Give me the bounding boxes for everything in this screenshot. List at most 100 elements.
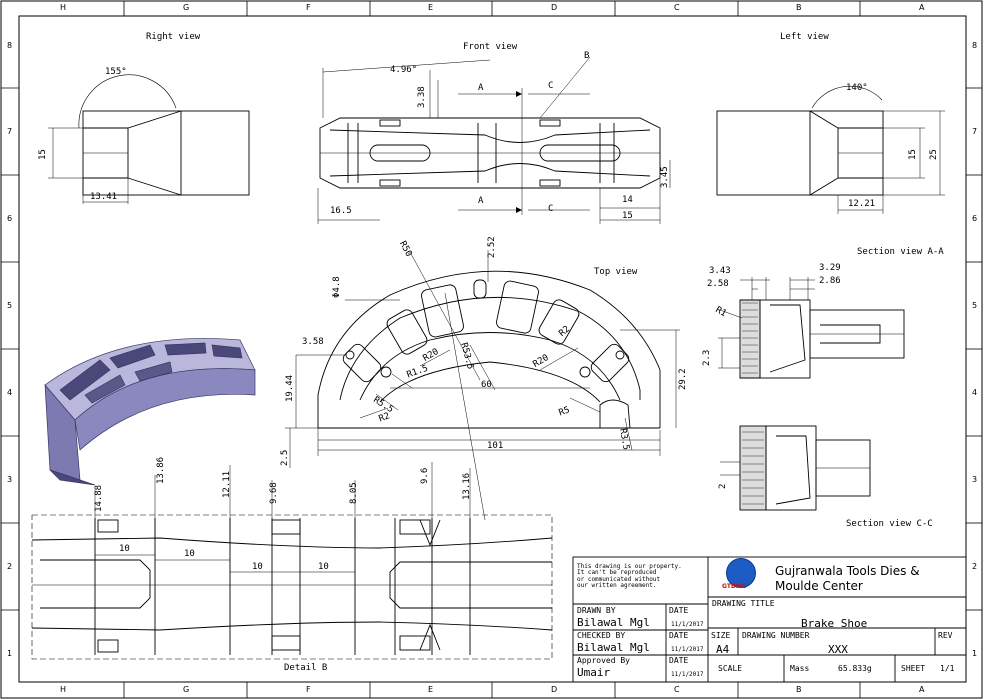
detail-b-title: Detail B — [284, 663, 328, 673]
section-mark-a-top: A — [478, 83, 484, 93]
drawn-by-label: DRAWN BY — [577, 606, 616, 615]
dim-front-15: 15 — [622, 211, 633, 221]
zone-row-5-right: 5 — [972, 301, 978, 310]
dim-front-14: 14 — [622, 195, 633, 205]
sheet-value: 1/1 — [940, 664, 955, 673]
dim-top-292: 29.2 — [678, 368, 688, 390]
zone-row-1: 1 — [7, 649, 13, 658]
drawn-by-value: Bilawal Mgl — [577, 616, 650, 629]
zone-row-4: 4 — [7, 388, 13, 397]
zone-col-a: A — [919, 3, 925, 12]
company-logo-icon — [726, 558, 756, 588]
zone-row-2: 2 — [7, 562, 13, 571]
date-label-2: DATE — [669, 631, 689, 640]
dim-front-338: 3.38 — [417, 86, 427, 108]
approved-by-value: Umair — [577, 666, 611, 679]
date-value-3: 11/1/2017 — [671, 671, 704, 678]
date-value-2: 11/1/2017 — [671, 646, 704, 653]
zone-col-a-bottom: A — [919, 685, 925, 694]
zone-col-e: E — [428, 3, 434, 12]
sheet-label: SHEET — [901, 664, 926, 673]
zone-row-8: 8 — [7, 41, 13, 50]
dim-top-60: 60 — [481, 380, 492, 390]
notice-line-2: It can't be reproduced — [577, 569, 657, 577]
zone-row-6-right: 6 — [972, 214, 978, 223]
zone-col-e-bottom: E — [428, 685, 434, 694]
rev-label: REV — [938, 631, 953, 640]
notice-line-3: or communicated without — [577, 575, 661, 583]
section-cc-title: Section view C-C — [846, 519, 933, 529]
date-label-3: DATE — [669, 656, 689, 665]
left-view-title: Left view — [780, 32, 829, 42]
dim-detail-1488: 14.88 — [94, 484, 104, 512]
company-name-line-1: Gujranwala Tools Dies & — [775, 564, 920, 578]
zone-row-2-right: 2 — [972, 562, 978, 571]
dim-detail-10-a: 10 — [119, 544, 130, 554]
section-mark-a-bottom: A — [478, 196, 484, 206]
dim-top-252: 2.52 — [487, 236, 497, 258]
dim-left-1221: 12.21 — [848, 199, 876, 209]
top-view-drawing — [285, 250, 680, 468]
dim-top-phi48: Φ4.8 — [332, 276, 342, 298]
dim-front-345: 3.45 — [660, 166, 670, 188]
company-name-line-2: Moulde Center — [775, 579, 863, 593]
drawing-number-label: DRAWING NUMBER — [742, 631, 810, 640]
top-view-title: Top view — [594, 267, 638, 277]
dim-front-angle: 4.96° — [390, 65, 418, 75]
front-view-drawing — [317, 56, 671, 224]
ownership-notice: This drawing is our property. It can't b… — [577, 563, 682, 589]
dim-detail-96: 9.6 — [420, 467, 430, 484]
zone-col-b: B — [796, 3, 802, 12]
dim-aa-258: 2.58 — [707, 279, 729, 289]
zone-col-c: C — [674, 3, 680, 12]
zone-row-8-right: 8 — [972, 41, 978, 50]
notice-line-4: our written agreement. — [577, 581, 657, 589]
dim-aa-286: 2.86 — [819, 276, 841, 286]
notice-line-1: This drawing is our property. — [577, 563, 682, 570]
dim-detail-1316: 13.16 — [462, 472, 472, 500]
detail-b-drawing — [31, 292, 553, 660]
zone-row-7-right: 7 — [972, 127, 978, 136]
dim-right-width: 13.41 — [90, 192, 118, 202]
size-label: SIZE — [711, 631, 731, 640]
size-value: A4 — [716, 643, 730, 656]
mass-value: 65.833g — [838, 664, 872, 673]
zone-col-b-bottom: B — [796, 685, 802, 694]
dim-aa-329: 3.29 — [819, 263, 841, 273]
zone-col-d: D — [551, 3, 558, 12]
dim-detail-1211: 12.11 — [222, 470, 232, 498]
dim-aa-23: 2.3 — [702, 349, 712, 366]
dim-left-25: 25 — [929, 149, 939, 160]
dim-detail-805: 8.05 — [349, 482, 359, 504]
date-label-1: DATE — [669, 606, 689, 615]
section-mark-c-bottom: C — [548, 204, 554, 214]
dim-top-358: 3.58 — [302, 337, 324, 347]
scale-label: SCALE — [718, 664, 743, 673]
section-aa-title: Section view A-A — [857, 247, 944, 257]
dim-detail-10-c: 10 — [252, 562, 263, 572]
dim-aa-343: 3.43 — [709, 266, 731, 276]
dim-detail-10-d: 10 — [318, 562, 329, 572]
zone-row-3: 3 — [7, 475, 13, 484]
section-aa-drawing — [718, 277, 905, 379]
dim-top-25: 2.5 — [280, 449, 290, 466]
mass-label: Mass — [790, 664, 810, 673]
drawing-title-label: DRAWING TITLE — [712, 599, 775, 608]
zone-row-4-right: 4 — [972, 388, 978, 397]
zone-row-5: 5 — [7, 301, 13, 310]
zone-row-7: 7 — [7, 127, 13, 136]
date-value-1: 11/1/2017 — [671, 621, 704, 628]
checked-by-label: CHECKED BY — [577, 631, 626, 640]
company-logo-text: GTDMC — [722, 583, 747, 590]
right-view-title: Right view — [146, 32, 201, 42]
checked-by-value: Bilawal Mgl — [577, 641, 650, 654]
dim-detail-10-b: 10 — [184, 549, 195, 559]
zone-col-h: H — [60, 3, 67, 12]
dim-detail-1386: 13.86 — [156, 456, 166, 484]
detail-mark-b: B — [584, 51, 590, 61]
zone-col-f-bottom: F — [306, 685, 311, 694]
drawing-title: Brake Shoe — [801, 617, 868, 630]
dim-detail-968: 9.68 — [269, 482, 279, 504]
zone-row-1-right: 1 — [972, 649, 978, 658]
